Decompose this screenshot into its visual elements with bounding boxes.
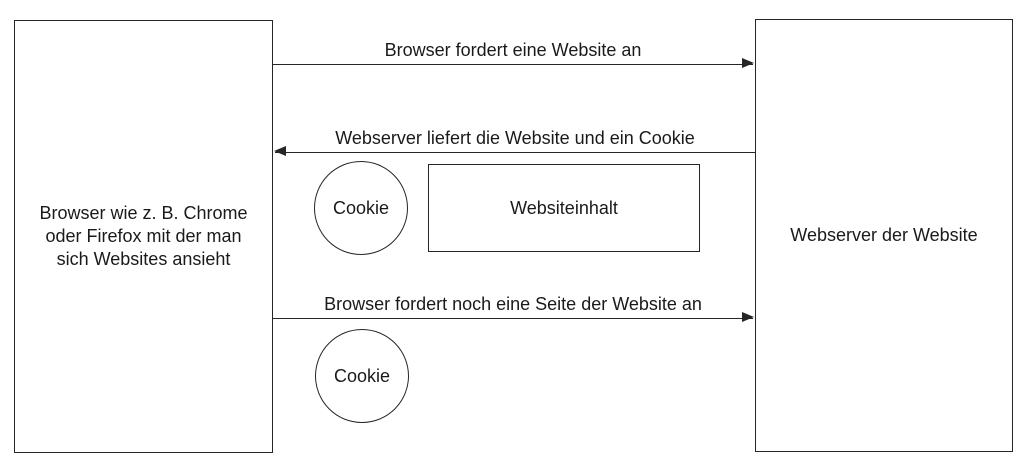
arrowhead-right-icon: [742, 312, 754, 323]
cookie-node-top: Cookie: [314, 161, 408, 255]
cookie-node-bottom: Cookie: [315, 329, 409, 423]
cookie-node-top-label: Cookie: [332, 197, 390, 218]
arrowhead-left-icon: [274, 146, 286, 157]
website-content-node: Websiteinhalt: [428, 164, 700, 252]
webserver-node-label: Webserver der Website: [790, 225, 978, 245]
arrow-browser-request: Browser fordert eine Website an: [273, 38, 754, 69]
arrow-browser-request-label: Browser fordert eine Website an: [384, 40, 642, 60]
cookie-node-bottom-label: Cookie: [333, 365, 391, 386]
browser-node-label: Browser wie z. B. Chrome oder Firefox mi…: [39, 203, 248, 269]
arrowhead-right-icon: [742, 58, 754, 69]
arrow-browser-second-request: Browser fordert noch eine Seite der Webs…: [273, 292, 754, 323]
arrow-server-response: Webserver liefert die Website und ein Co…: [274, 126, 755, 157]
arrow-browser-second-request-label: Browser fordert noch eine Seite der Webs…: [324, 294, 702, 314]
webserver-node: Webserver der Website: [755, 19, 1013, 452]
arrow-server-response-label: Webserver liefert die Website und ein Co…: [335, 128, 695, 148]
browser-node: Browser wie z. B. Chrome oder Firefox mi…: [14, 20, 273, 453]
website-content-node-label: Websiteinhalt: [510, 197, 618, 218]
